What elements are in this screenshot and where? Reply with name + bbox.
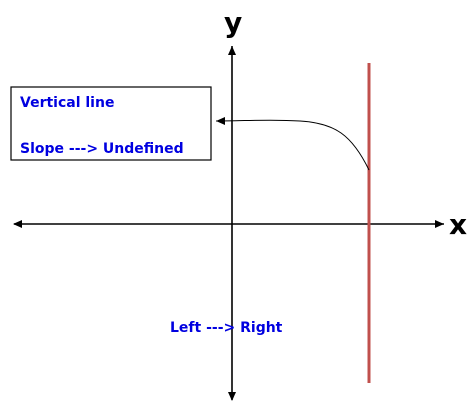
callout-box <box>10 86 212 161</box>
callout-pointer-curve <box>215 116 370 171</box>
x-axis-label: x <box>449 208 467 241</box>
callout-line-1: Vertical line <box>20 95 114 111</box>
y-axis-label: y <box>224 6 242 39</box>
callout-line-2: Slope ---> Undefined <box>20 141 184 157</box>
direction-note: Left ---> Right <box>170 320 283 336</box>
